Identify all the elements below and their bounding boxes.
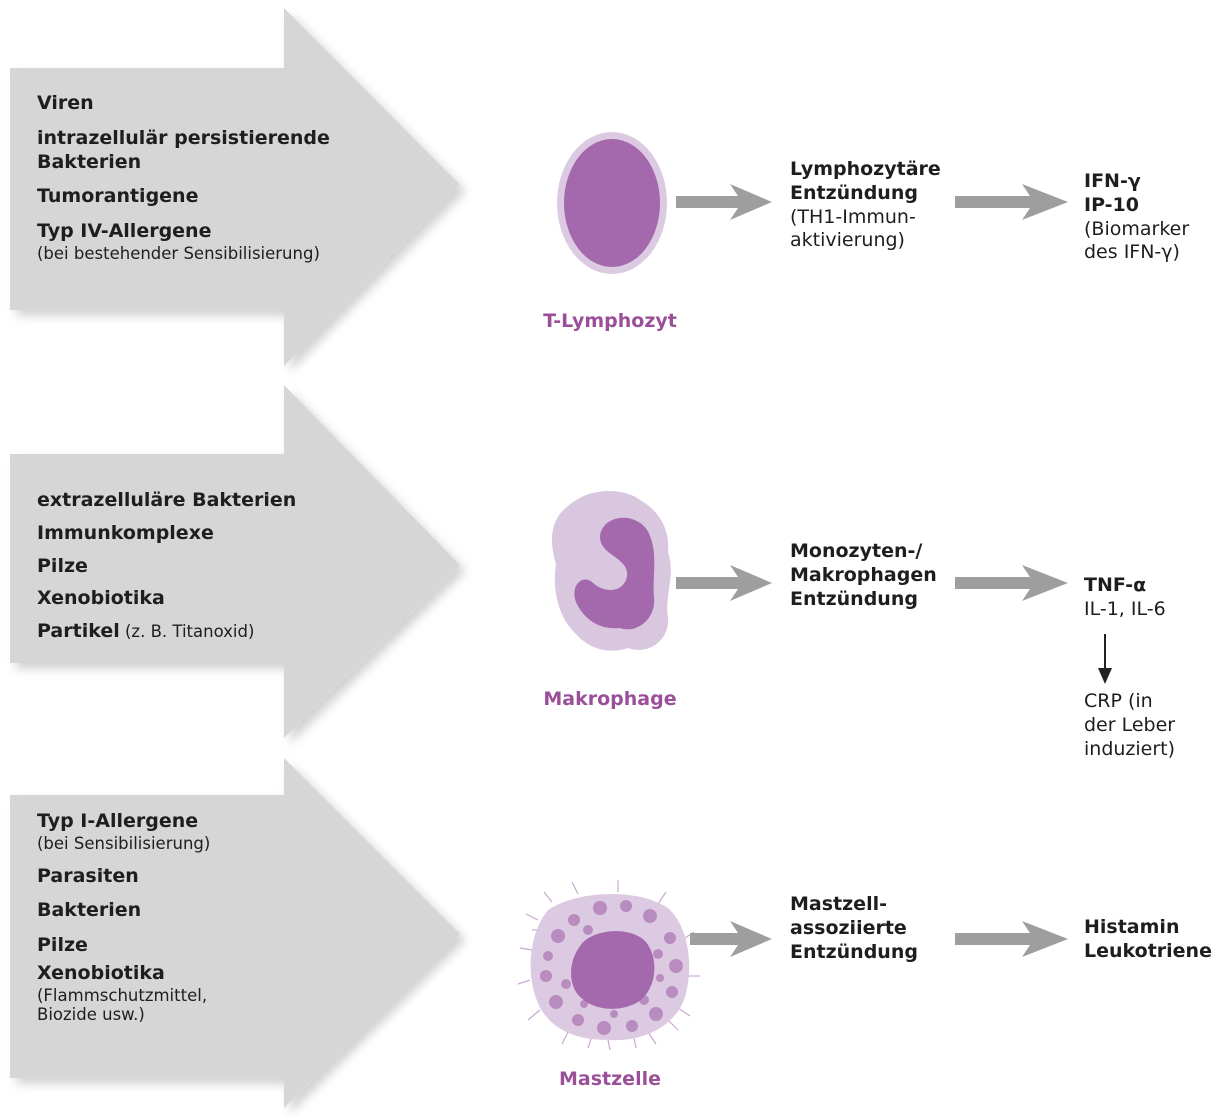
source-item: intrazellulär persistierende Bakterien	[37, 126, 330, 173]
t-lymphocyte-cell	[557, 132, 667, 274]
cell-name-t-lymphocyte: T-Lymphozyt	[543, 310, 677, 332]
arrow-inflammation-to-markers-2	[955, 565, 1068, 601]
source-item: Immunkomplexe	[37, 521, 214, 544]
mast-cell	[518, 880, 700, 1050]
source-item: Pilze	[37, 934, 88, 957]
source-item: Bakterien	[37, 899, 142, 922]
arrow-inflammation-to-markers-3	[955, 921, 1068, 957]
arrow-inflammation-to-markers-1	[955, 184, 1068, 220]
sources-row-2: extrazelluläre Bakterien Immunkomplexe P…	[37, 489, 296, 655]
sources-row-1: Viren intrazellulär persistierende Bakte…	[37, 92, 367, 275]
markers-label-2: TNF-α IL-1, IL-6	[1084, 574, 1166, 620]
source-item: Xenobiotika	[37, 587, 165, 610]
arrow-cell-to-inflammation-1	[676, 184, 772, 220]
source-panel-arrow-3	[10, 758, 460, 1108]
arrow-cell-to-inflammation-2	[676, 565, 772, 601]
source-item: Typ I-Allergene(bei Sensibilisierung)	[37, 810, 211, 853]
downstream-label-crp: CRP (in der Leber induziert)	[1084, 690, 1176, 760]
source-item: Typ IV-Allergene(bei bestehender Sensibi…	[37, 220, 320, 263]
sources-row-3: Typ I-Allergene(bei Sensibilisierung) Pa…	[37, 810, 267, 1036]
markers-label-3: Histamin Leukotriene	[1084, 916, 1212, 962]
macrophage-cell	[552, 490, 671, 651]
arrow-il-to-crp-head	[1098, 668, 1112, 684]
source-panel-arrow-1	[10, 8, 460, 366]
source-item: Partikel (z. B. Titanoxid)	[37, 620, 255, 642]
inflammation-label-1: Lymphozytäre Entzündung (TH1-Immun- akti…	[790, 158, 941, 252]
inflammation-label-2: Monozyten-/ Makrophagen Entzündung	[790, 540, 937, 610]
source-item: extrazelluläre Bakterien	[37, 489, 297, 511]
source-item: Viren	[37, 92, 94, 114]
arrow-cell-to-inflammation-3	[690, 921, 772, 957]
source-item: Xenobiotika(Flammschutzmittel, Biozide u…	[37, 961, 208, 1025]
markers-label-1: IFN-γ IP-10 (Biomarker des IFN-γ)	[1084, 170, 1190, 264]
cell-name-mast-cell: Mastzelle	[559, 1068, 661, 1090]
source-panel-arrow-2	[10, 385, 460, 738]
inflammation-label-3: Mastzell- assoziierte Entzündung	[790, 893, 918, 963]
source-item: Pilze	[37, 554, 88, 577]
source-item: Parasiten	[37, 864, 139, 887]
cell-name-macrophage: Makrophage	[543, 688, 677, 710]
source-item: Tumorantigene	[37, 185, 199, 208]
